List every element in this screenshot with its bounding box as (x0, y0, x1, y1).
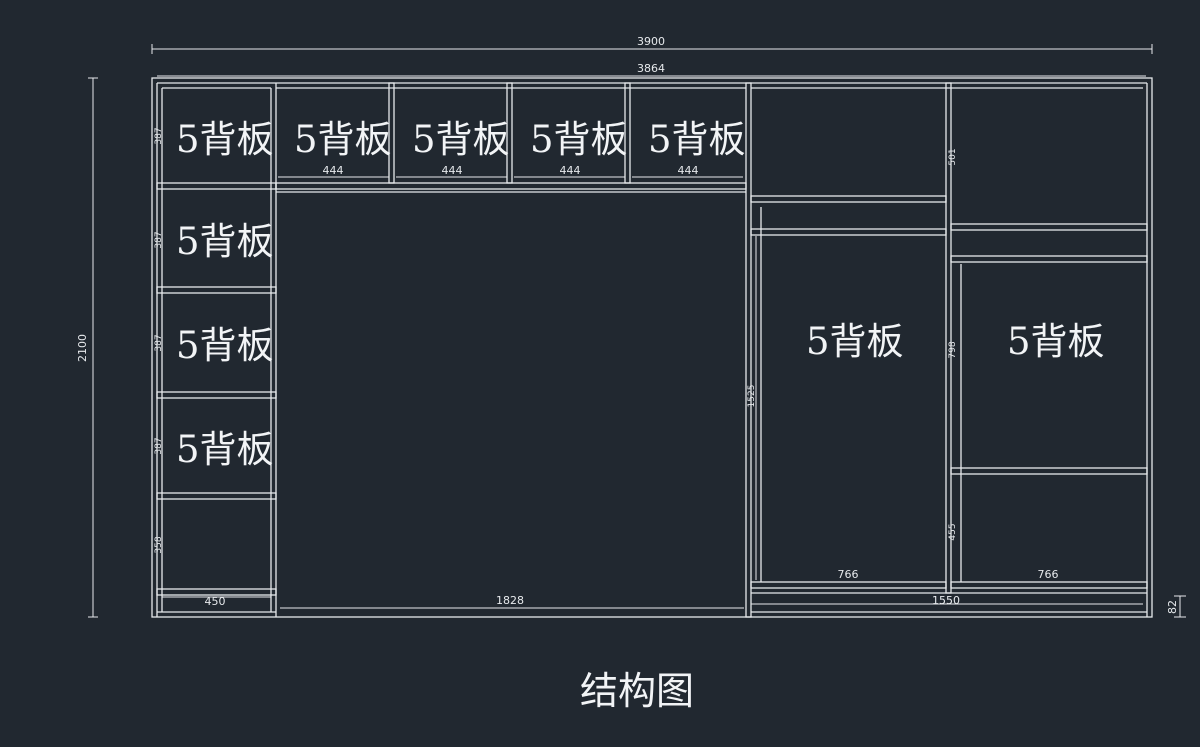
base-height-dimension: 82 (1166, 595, 1186, 618)
back-panel-label: 5背板 (176, 118, 274, 161)
left-shelf-height-3: 387 (154, 334, 164, 351)
top-compartment-height-label: 501 (948, 148, 958, 165)
base-height-label: 82 (1166, 600, 1179, 614)
middle-opening: 1828 (280, 594, 744, 609)
back-panel-label: 5背板 (1007, 320, 1105, 363)
left-shelf-height-2: 387 (154, 231, 164, 248)
left-shelf-height-1: 387 (154, 127, 164, 144)
right-right-bay-width: 766 (1038, 568, 1059, 581)
middle-opening-width-label: 1828 (496, 594, 524, 607)
cubby-width-2: 444 (442, 164, 463, 177)
back-panel-label: 5背板 (176, 324, 274, 367)
drawing-title: 结构图 (580, 669, 694, 713)
hanging-height-label: 1525 (747, 385, 757, 408)
back-panel-label: 5背板 (294, 118, 392, 161)
left-shelf-height-4: 387 (154, 437, 164, 454)
left-column-width-label: 450 (205, 595, 226, 608)
inner-width-label: 3864 (637, 62, 665, 75)
bottom-compartment-height-label: 455 (948, 523, 958, 540)
back-panel-label: 5背板 (176, 220, 274, 263)
cabinet-frame (151, 77, 1153, 618)
cubby-width-1: 444 (323, 164, 344, 177)
back-panel-label: 5背板 (806, 320, 904, 363)
back-panel-label: 5背板 (412, 118, 510, 161)
right-section: 766 766 1550 1525 501 798 455 (745, 82, 1148, 618)
overall-width-label: 3900 (637, 35, 665, 48)
left-column: 387 387 387 387 358 450 (154, 83, 277, 617)
right-section-width-label: 1550 (932, 594, 960, 607)
left-shelf-height-5: 358 (154, 536, 164, 553)
top-cubbies: 444 444 444 444 (275, 82, 747, 193)
overall-height-label: 2100 (76, 334, 89, 362)
back-panel-labels: 5背板 5背板 5背板 5背板 5背板 5背板 5背板 5背板 5背板 5背板 (176, 118, 1105, 471)
back-panel-label: 5背板 (176, 428, 274, 471)
back-panel-label: 5背板 (530, 118, 628, 161)
inner-width-dimension: 3864 (157, 62, 1146, 77)
cubby-width-4: 444 (678, 164, 699, 177)
cubby-width-3: 444 (560, 164, 581, 177)
overall-height-dimension: 2100 (76, 77, 98, 618)
back-panel-label: 5背板 (648, 118, 746, 161)
overall-width-dimension: 3900 (151, 35, 1153, 54)
middle-compartment-height-label: 798 (948, 341, 958, 358)
right-left-bay-width: 766 (838, 568, 859, 581)
